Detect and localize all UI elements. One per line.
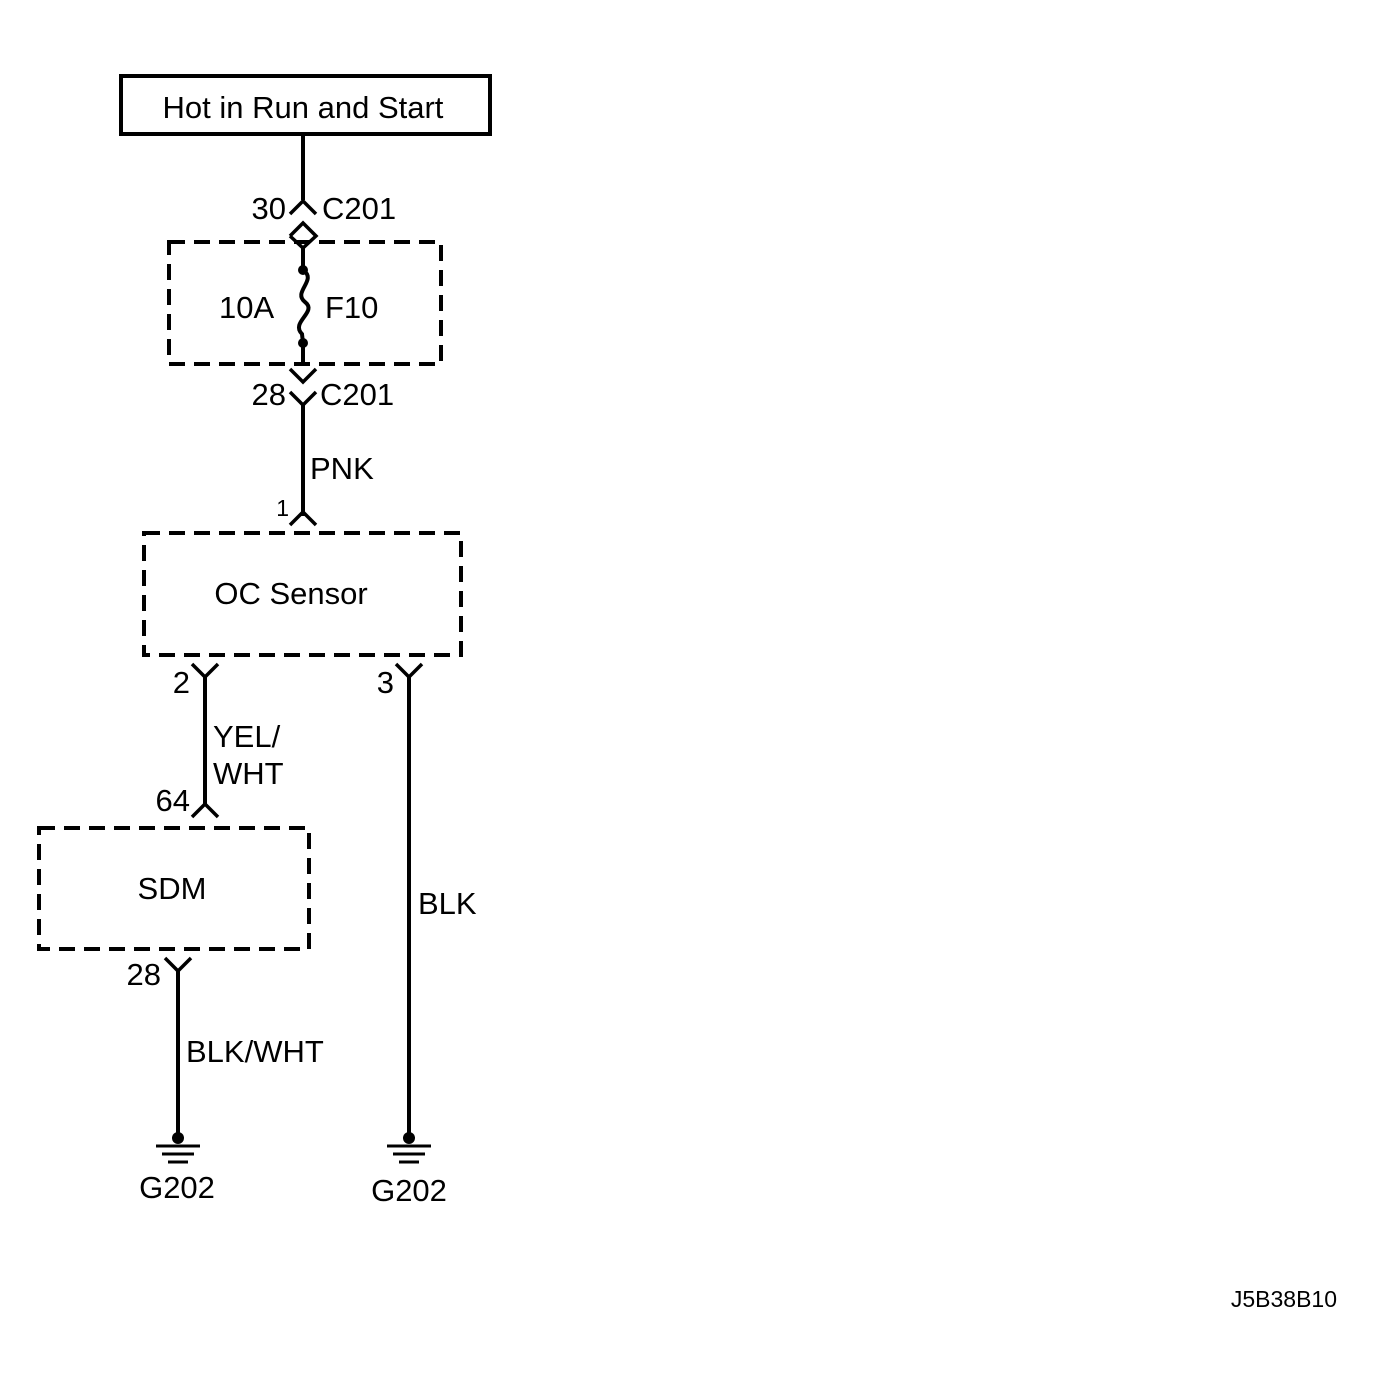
connector-sdm-pin64: [190, 801, 220, 819]
wire-pnk-label: PNK: [310, 451, 374, 486]
connector-c201-pin28-lower: [288, 390, 318, 408]
fuse-name-label: F10: [325, 290, 378, 325]
c201-top-name-label: C201: [322, 191, 396, 226]
connector-sdm-pin28: [163, 956, 193, 974]
fuse-element: [297, 268, 311, 344]
ground-left-splice: [172, 1132, 184, 1144]
sensor-pin1-label: 1: [276, 495, 289, 521]
sdm-box: [37, 826, 311, 951]
connector-sensor-pin3: [394, 662, 424, 680]
connector-sensor-pin2: [190, 662, 220, 680]
wire-blk-wht-label: BLK/WHT: [186, 1034, 324, 1069]
connector-c201-pin30: [288, 198, 318, 216]
ground-left-label: G202: [139, 1170, 215, 1205]
connector-sensor-pin1: [288, 509, 318, 527]
figure-id-label: J5B38B10: [1231, 1286, 1337, 1312]
sdm-pin64-label: 64: [156, 783, 190, 818]
wire-yel-wht-label-1: YEL/: [213, 719, 281, 754]
fuse-block-top-terminal: [288, 220, 319, 251]
power-source-label: Hot in Run and Start: [163, 90, 444, 125]
oc-sensor-label: OC Sensor: [214, 576, 367, 611]
wire-blk-label: BLK: [418, 886, 477, 921]
power-source-box: [119, 74, 492, 136]
oc-sensor-box: [142, 531, 463, 657]
wire-yel-wht-label-2: WHT: [213, 756, 284, 791]
c201-bottom-name-label: C201: [320, 377, 394, 412]
c201-bottom-pin-label: 28: [252, 377, 286, 412]
sensor-pin2-label: 2: [173, 665, 190, 700]
ground-right-label: G202: [371, 1173, 447, 1208]
ground-right-splice: [403, 1132, 415, 1144]
sensor-pin3-label: 3: [377, 665, 394, 700]
sdm-label: SDM: [138, 871, 207, 906]
sdm-pin28-label: 28: [127, 957, 161, 992]
c201-top-pin-label: 30: [252, 191, 286, 226]
fuse-rating-label: 10A: [219, 290, 274, 325]
connector-c201-pin28-upper: [288, 367, 318, 385]
